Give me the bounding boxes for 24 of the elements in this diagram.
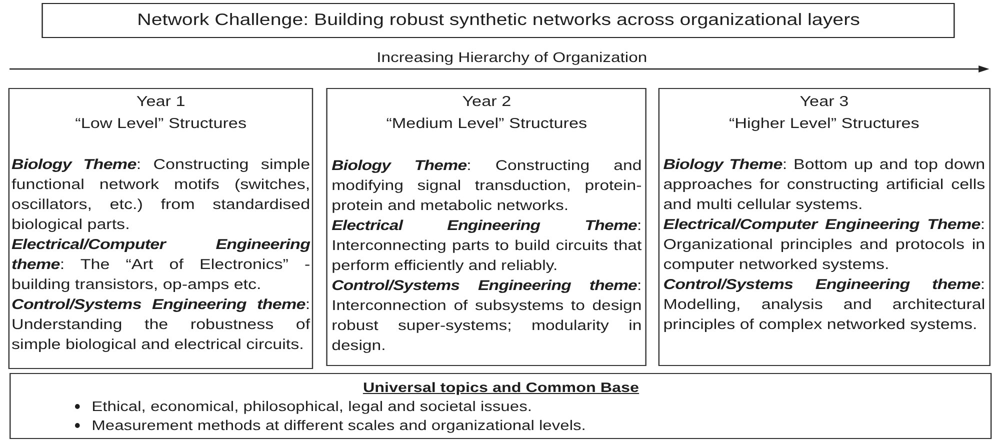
- theme-paragraph: Biology Theme: Constructing and modifying signal transduction, protein-protein and metabolic networks.: [332, 156, 642, 215]
- arrow-label: Increasing Hierarchy of Organization: [376, 49, 648, 66]
- level-heading: “Low Level” Structures: [75, 115, 247, 134]
- theme-paragraph: Electrical Engineering Theme: Interconnecting parts to build circuits that perform efficiently and reliably.: [332, 216, 642, 275]
- theme-paragraph: Electrical/Computer Engineering theme: The “Art of Electronics” - building transistors, op-amps etc.: [12, 236, 310, 295]
- list-item: Ethical, economical, philosophical, legal and societal issues.: [92, 397, 532, 416]
- diagram-title: Network Challenge: Building robust synthetic networks across organizational layers: [42, 3, 956, 38]
- theme-paragraph: Biology Theme: Bottom up and top down approaches for constructing artificial cells and multi cellular systems.: [663, 156, 986, 215]
- list-item: Measurement methods at different scales and organizational levels.: [92, 416, 586, 435]
- section-heading: Universal topics and Common Base: [362, 379, 640, 397]
- year-heading: Year 2: [462, 93, 512, 112]
- topics-box: [10, 373, 992, 439]
- theme-paragraph: Biology Theme: Constructing simple functional network motifs (switches, oscillators, etc.) from standardised biological parts.: [12, 156, 310, 235]
- theme-paragraph: Electrical/Computer Engineering Theme: Organizational principles and protocols in computer networked systems.: [663, 216, 986, 275]
- theme-paragraph: Control/Systems Engineering theme: Understanding the robustness of simple biological and electrical circuits.: [12, 296, 310, 355]
- theme-paragraph: Control/Systems Engineering theme: Interconnection of subsystems to design robust super-systems; modularity in design.: [332, 276, 642, 355]
- theme-paragraph: Control/Systems Engineering theme: Modelling, analysis and architectural principles of complex networked systems.: [663, 276, 986, 335]
- level-heading: “Higher Level” Structures: [728, 115, 920, 134]
- year-heading: Year 3: [800, 93, 849, 112]
- year-heading: Year 1: [136, 93, 186, 112]
- level-heading: “Medium Level” Structures: [386, 115, 588, 134]
- year-box: [326, 88, 647, 366]
- year-box: [658, 88, 990, 366]
- year-box: [8, 88, 314, 369]
